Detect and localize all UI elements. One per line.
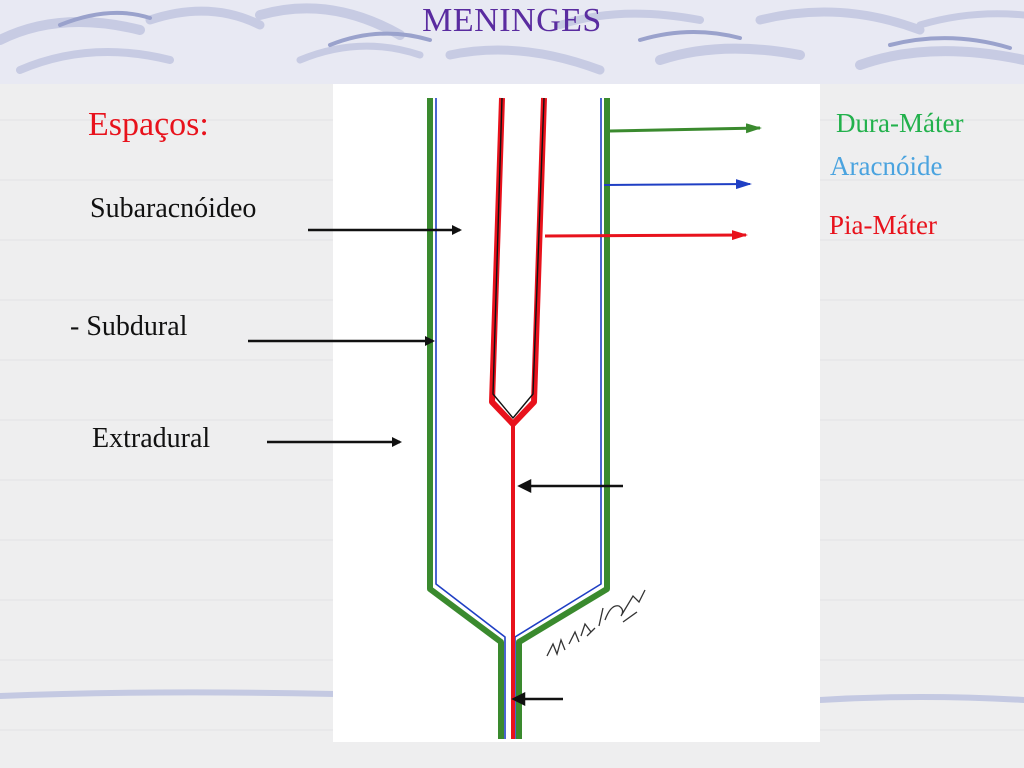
label-pia-mater: Pia-Máter — [829, 210, 937, 240]
label-extradural: Extradural — [92, 423, 211, 454]
header-swirls — [0, 3, 1024, 75]
pia-mater-arrow — [544, 230, 748, 241]
aracnoide-arrow — [603, 179, 752, 190]
label-subaracnoideo: Subaracnóideo — [90, 193, 257, 224]
author-signature — [546, 589, 646, 657]
spaces-heading: Espaços: — [88, 106, 209, 143]
drawing-background — [333, 84, 820, 742]
header-swirls-dark — [58, 10, 1012, 50]
label-dura-mater: Dura-Máter — [836, 108, 964, 138]
slide-title: MENINGES — [422, 2, 602, 39]
dura-mater-arrow — [609, 123, 762, 134]
pia-mater-outline — [492, 97, 545, 419]
label-aracnoide: Aracnóide — [830, 151, 943, 181]
space-indicator-arrows-inner — [511, 478, 623, 707]
bottom-swirl — [0, 689, 1024, 703]
label-subdural: - Subdural — [70, 311, 188, 342]
meninges-drawing — [333, 84, 820, 742]
